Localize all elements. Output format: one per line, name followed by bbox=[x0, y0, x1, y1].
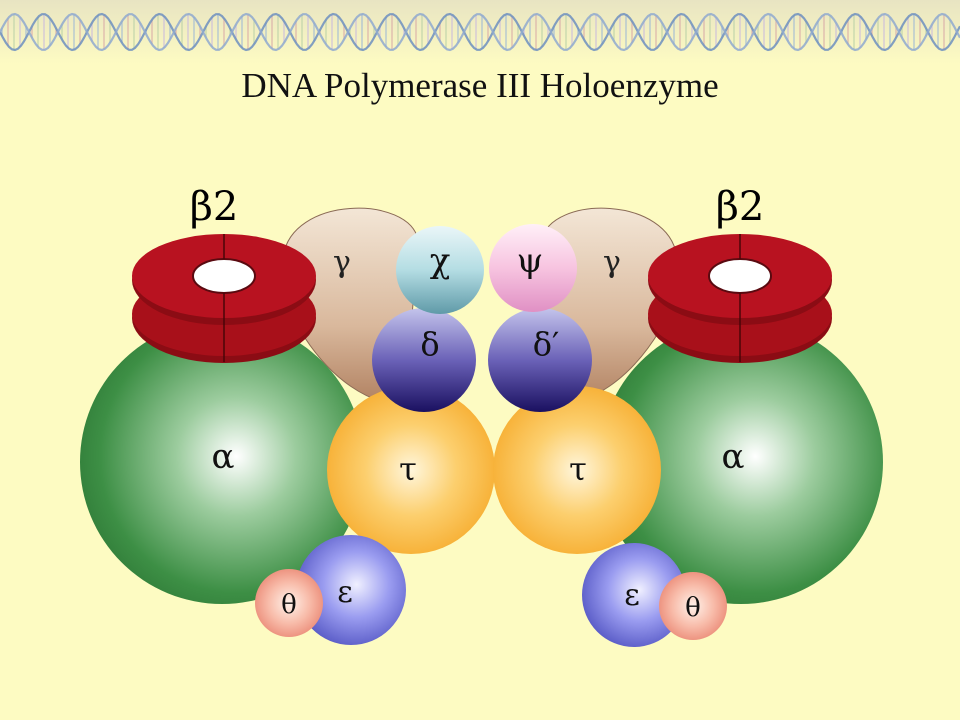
label-alpha-left: α bbox=[212, 437, 235, 477]
helix-strand bbox=[0, 12, 960, 52]
label-gamma-right: γ bbox=[603, 245, 621, 280]
alpha-subunit-right bbox=[599, 320, 883, 604]
label-alpha-right: α bbox=[722, 437, 745, 477]
theta-subunit-right bbox=[659, 572, 727, 640]
label-epsilon-left: ε bbox=[337, 575, 353, 610]
dna-helix-banner bbox=[0, 0, 960, 64]
label-beta-right: β2 bbox=[716, 184, 765, 230]
chi-subunit bbox=[396, 226, 484, 314]
label-beta-left: β2 bbox=[190, 184, 239, 230]
label-epsilon-right: ε bbox=[624, 578, 640, 613]
beta-clamp-left bbox=[132, 234, 316, 363]
delta-subunit bbox=[372, 308, 476, 412]
label-delta: δ bbox=[420, 325, 439, 363]
helix-strand bbox=[0, 12, 960, 52]
epsilon-subunit-left bbox=[296, 535, 406, 645]
alpha-subunit-left bbox=[80, 320, 364, 604]
delta-prime-subunit bbox=[488, 308, 592, 412]
label-tau-left: τ bbox=[399, 450, 417, 488]
tau-subunit-left bbox=[327, 386, 495, 554]
label-tau-right: τ bbox=[569, 450, 587, 488]
diagram-title: DNA Polymerase III Holoenzyme bbox=[241, 66, 719, 105]
psi-subunit bbox=[489, 224, 577, 312]
epsilon-subunit-right bbox=[582, 543, 686, 647]
label-theta-left: θ bbox=[281, 590, 297, 620]
theta-subunit-left bbox=[255, 569, 323, 637]
beta-clamp-right bbox=[648, 234, 832, 363]
label-gamma-left: γ bbox=[333, 245, 351, 280]
label-psi: ψ bbox=[517, 241, 544, 281]
label-theta-right: θ bbox=[685, 593, 701, 623]
tau-subunit-right bbox=[493, 386, 661, 554]
label-chi: χ bbox=[430, 241, 451, 281]
label-delta-prime: δ′ bbox=[533, 325, 560, 363]
